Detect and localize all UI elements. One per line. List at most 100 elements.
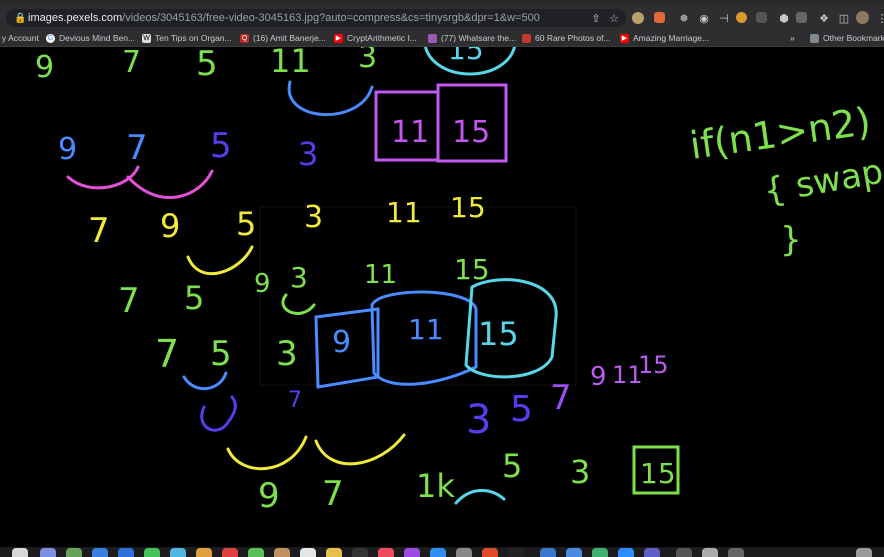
desi-icon xyxy=(522,33,531,43)
sketch-box xyxy=(632,445,680,495)
extension-icon[interactable]: ◉ xyxy=(699,12,709,25)
page-image: 9 7 5 11 3 15 11 15 9 7 5 3 7 9 5 3 11 xyxy=(0,8,884,547)
sidebar-icon[interactable]: ◫ xyxy=(838,12,850,25)
bookmark-star-icon[interactable]: ☆ xyxy=(609,12,619,25)
sketch-number: 3 xyxy=(570,453,590,491)
bookmark-item[interactable]: (77) Whatsare the... xyxy=(428,31,516,45)
app-icon[interactable] xyxy=(66,548,82,557)
mail-icon[interactable] xyxy=(118,548,134,557)
tv-icon[interactable] xyxy=(352,548,368,557)
sketch-number: 3 xyxy=(358,47,377,75)
sketch-number: 9 xyxy=(590,362,607,392)
messages-icon[interactable] xyxy=(144,548,160,557)
reminders-icon[interactable] xyxy=(300,548,316,557)
sketch-number: 9 xyxy=(258,476,280,516)
google-icon: G xyxy=(46,33,55,43)
app-icon[interactable] xyxy=(676,548,692,557)
extension-icon[interactable] xyxy=(632,12,644,24)
sketch-number: 15 xyxy=(454,253,490,286)
swap-arc xyxy=(281,293,316,316)
app-store-icon[interactable] xyxy=(430,548,446,557)
sketch-number: 5 xyxy=(184,279,204,317)
extension-icon[interactable]: ⊣ xyxy=(719,12,729,25)
extension-icon[interactable] xyxy=(796,12,807,23)
bookmark-item[interactable]: y Account xyxy=(2,33,39,43)
folder-icon xyxy=(810,33,819,43)
chrome-icon[interactable] xyxy=(482,548,498,557)
extension-icon[interactable] xyxy=(654,12,665,23)
sketch-number: 15 xyxy=(450,191,486,224)
youtube-icon: ▶ xyxy=(334,33,343,43)
sketch-number: 7 xyxy=(118,281,140,321)
sketch-number: 15 xyxy=(638,351,669,379)
sketch-number: 11 xyxy=(364,260,397,290)
bookmark-item[interactable]: Q(16) Amit Banerje... xyxy=(240,33,326,43)
bookmarks-overflow[interactable]: » xyxy=(790,33,795,43)
puzzle-icon[interactable]: ❖ xyxy=(819,12,829,25)
sketch-number: 15 xyxy=(478,315,519,353)
app-icon[interactable] xyxy=(566,548,582,557)
swap-arc xyxy=(226,435,308,471)
sketch-number: 9 xyxy=(254,269,271,299)
bookmark-item[interactable]: ▶CryptArithmetic I... xyxy=(334,33,417,43)
trash-icon[interactable] xyxy=(856,548,872,557)
dock xyxy=(0,547,884,557)
swap-arc xyxy=(200,395,237,432)
settings-icon[interactable] xyxy=(456,548,472,557)
swap-arc xyxy=(287,80,374,117)
share-icon[interactable]: ⇧ xyxy=(591,12,601,25)
quora-icon: Q xyxy=(240,33,249,43)
address-bar[interactable]: 🔒 images.pexels.com/videos/3045163/free-… xyxy=(6,9,626,27)
facetime-icon[interactable] xyxy=(248,548,264,557)
sketch-number: 7 xyxy=(122,47,141,80)
sketch-number: 5 xyxy=(210,334,232,374)
teams-icon[interactable] xyxy=(644,548,660,557)
sketch-number: 5 xyxy=(510,389,533,430)
calendar-icon[interactable] xyxy=(222,548,238,557)
lock-icon: 🔒 xyxy=(14,12,27,24)
extension-icon[interactable] xyxy=(756,12,767,23)
sketch-number: 3 xyxy=(290,261,308,294)
bookmark-item[interactable]: 60 Rare Photos of... xyxy=(522,31,611,45)
sketch-number: 11 xyxy=(391,115,429,150)
bookmark-item[interactable]: ▶Amazing Marriage... xyxy=(620,33,710,43)
launchpad-icon[interactable] xyxy=(40,548,56,557)
menu-icon[interactable]: ⋮ xyxy=(876,12,884,25)
sketch-number: 3 xyxy=(276,334,298,374)
wsj-icon: W xyxy=(142,33,151,43)
extension-gear-icon[interactable]: ❅ xyxy=(679,12,689,25)
app-icon[interactable] xyxy=(592,548,608,557)
safari-icon[interactable] xyxy=(92,548,108,557)
sketch-number: 5 xyxy=(236,205,256,243)
handwritten-sketch: 9 7 5 11 3 15 11 15 9 7 5 3 7 9 5 3 11 xyxy=(35,8,884,516)
sketch-number: 7 xyxy=(155,332,179,376)
music-icon[interactable] xyxy=(378,548,394,557)
terminal-icon[interactable] xyxy=(508,548,524,557)
extension-icon[interactable]: ⬢ xyxy=(779,12,789,25)
sketch-number: 7 xyxy=(88,211,110,251)
sketch-number: 9 xyxy=(160,207,180,245)
swap-arc xyxy=(454,489,506,505)
sketch-number: 11 xyxy=(612,361,643,389)
photos-icon[interactable] xyxy=(196,548,212,557)
app-icon[interactable] xyxy=(274,548,290,557)
sketch-number: 3 xyxy=(466,397,491,443)
app-icon[interactable] xyxy=(702,548,718,557)
extension-icon[interactable] xyxy=(736,12,747,23)
site-icon xyxy=(428,33,437,43)
app-icon[interactable] xyxy=(170,548,186,557)
swap-arc xyxy=(66,165,140,190)
finder-icon[interactable] xyxy=(12,548,28,557)
podcasts-icon[interactable] xyxy=(404,548,420,557)
profile-avatar[interactable] xyxy=(856,11,869,24)
notes-icon[interactable] xyxy=(326,548,342,557)
address-url[interactable]: images.pexels.com/videos/3045163/free-vi… xyxy=(28,12,540,24)
zoom-icon[interactable] xyxy=(618,548,634,557)
other-bookmarks[interactable]: Other Bookmarks xyxy=(810,31,884,45)
swap-arc xyxy=(186,245,254,276)
app-icon[interactable] xyxy=(540,548,556,557)
sketch-number: 15 xyxy=(640,457,676,490)
app-icon[interactable] xyxy=(728,548,744,557)
